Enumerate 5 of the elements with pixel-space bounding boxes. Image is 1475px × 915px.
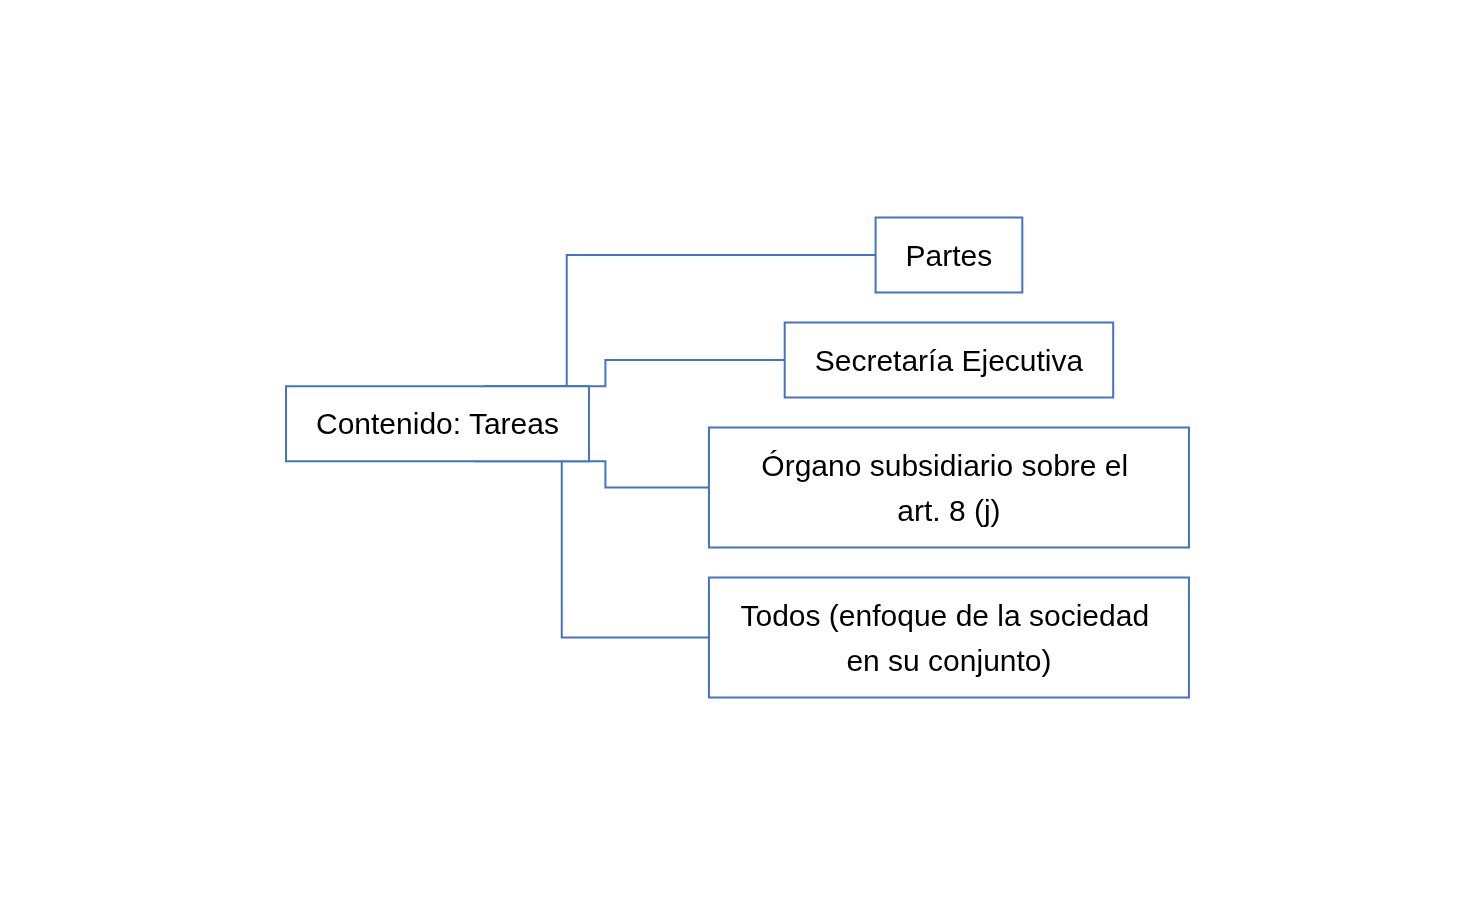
node-box: Órgano subsidiario sobre el art. 8 (j) (707, 426, 1190, 549)
node-box: Partes (874, 216, 1024, 294)
node-box: Contenido: Tareas (285, 385, 590, 463)
node-box: Secretaría Ejecutiva (783, 321, 1115, 399)
node-box: Todos (enfoque de la sociedad en su conjunto) (707, 576, 1190, 699)
